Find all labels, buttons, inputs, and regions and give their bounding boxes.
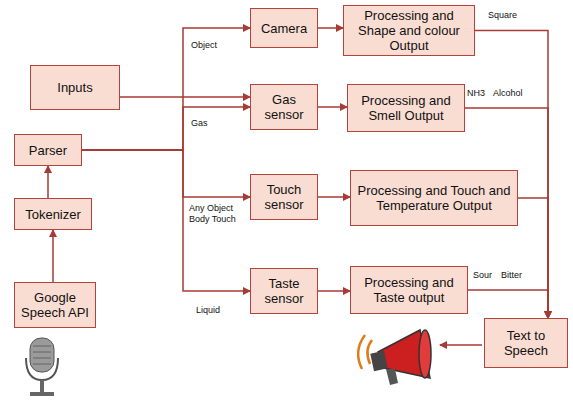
process-box: Tokenizer — [14, 198, 92, 230]
box-text: Taste sensor — [255, 276, 313, 306]
process-box: Google Speech API — [14, 282, 96, 328]
box-text: Parser — [29, 143, 67, 158]
connector-arrow — [468, 290, 548, 318]
box-text: Processing and Shape and colour Output — [348, 8, 470, 53]
signal-label: Square — [487, 10, 518, 21]
signal-label: Sour — [472, 270, 493, 281]
process-box: Processing and Shape and colour Output — [343, 5, 475, 56]
megaphone-icon — [358, 330, 431, 385]
signal-label: Bitter — [500, 270, 523, 281]
signal-label: Any Object Body Touch — [188, 203, 250, 225]
connector-arrow — [47, 166, 49, 198]
connector-arrow — [82, 150, 250, 291]
box-text: Text to Speech — [489, 328, 563, 358]
process-box: Camera — [250, 8, 318, 48]
signal-label: Object — [190, 40, 218, 51]
connector-arrow — [120, 96, 250, 98]
signal-label: NH3 — [466, 88, 486, 99]
signal-label: Alcohol — [492, 88, 524, 99]
box-text: Tokenizer — [25, 207, 81, 222]
connector-arrow — [318, 290, 350, 292]
connector-arrow — [518, 198, 548, 318]
box-text: Touch sensor — [255, 182, 313, 212]
box-text: Processing and Smell Output — [352, 93, 460, 123]
process-box: Text to Speech — [484, 318, 568, 368]
connector-arrow — [318, 196, 350, 198]
process-box: Taste sensor — [250, 268, 318, 314]
process-box: Gas sensor — [250, 84, 318, 130]
signal-label: Gas — [190, 118, 209, 129]
box-text: Google Speech API — [19, 290, 91, 320]
process-box: Touch sensor — [250, 174, 318, 220]
box-text: Camera — [261, 21, 307, 36]
connector-arrow — [318, 27, 343, 29]
process-box: Parser — [14, 134, 82, 166]
box-text: Gas sensor — [255, 92, 313, 122]
connector-arrow — [318, 106, 347, 108]
process-box: Processing and Smell Output — [347, 84, 465, 132]
process-box: Processing and Touch and Temperature Out… — [350, 170, 518, 226]
process-box: Inputs — [30, 65, 120, 110]
process-box: Processing and Taste output — [350, 266, 468, 314]
connector-arrow — [52, 230, 54, 282]
box-text: Processing and Taste output — [355, 275, 463, 305]
box-text: Inputs — [57, 80, 92, 95]
connector-arrow — [82, 107, 250, 150]
connector-arrow — [82, 150, 250, 197]
microphone-icon — [26, 338, 58, 396]
box-text: Processing and Touch and Temperature Out… — [355, 183, 513, 213]
speech-output-arrow — [440, 344, 482, 346]
signal-label: Liquid — [195, 305, 221, 316]
